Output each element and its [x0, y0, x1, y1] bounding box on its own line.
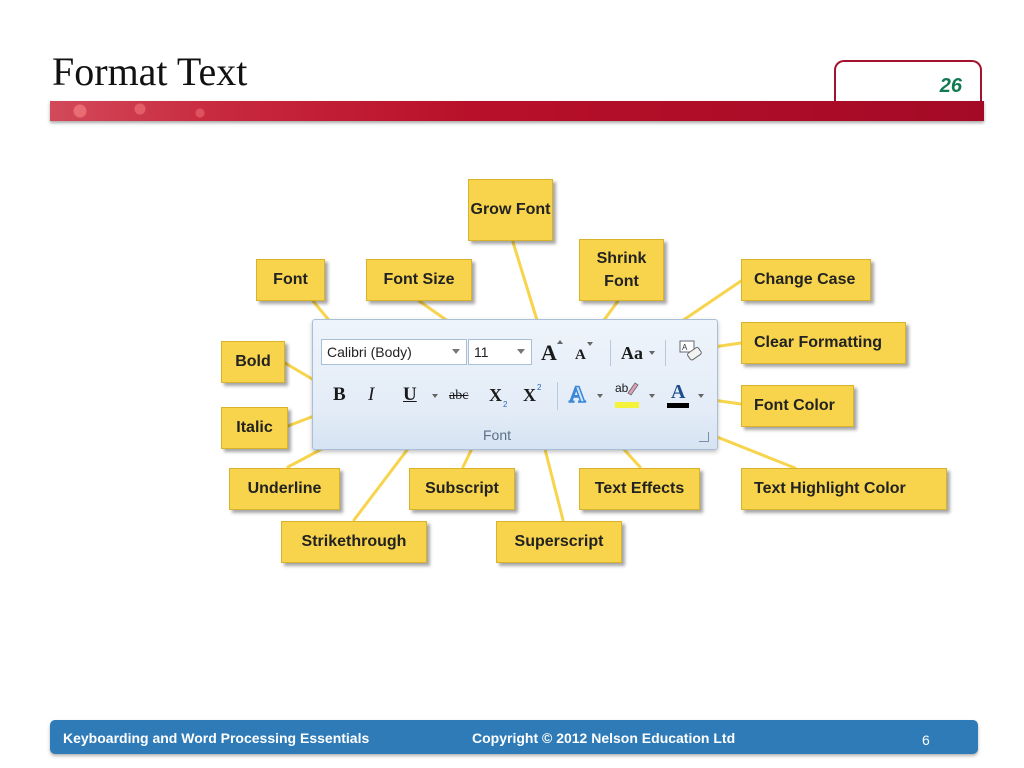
- callout-grow-font: Grow Font: [468, 179, 553, 241]
- font-name-dropdown[interactable]: Calibri (Body): [321, 339, 467, 365]
- footer-bar: Keyboarding and Word Processing Essentia…: [50, 720, 978, 754]
- callout-font-color: Font Color: [741, 385, 854, 427]
- footer-copyright: Copyright © 2012 Nelson Education Ltd: [472, 730, 736, 746]
- callout-subscript: Subscript: [409, 468, 515, 510]
- font-size-dropdown[interactable]: 11: [468, 339, 532, 365]
- footer-course-title: Keyboarding and Word Processing Essentia…: [63, 730, 370, 746]
- font-color-swatch: [667, 403, 689, 408]
- page-badge: 26: [834, 60, 982, 104]
- chevron-down-icon: [517, 349, 525, 354]
- eraser-icon[interactable]: A: [679, 340, 705, 364]
- superscript-indicator: 2: [537, 383, 542, 392]
- dialog-launcher-icon[interactable]: [699, 432, 709, 442]
- font-color-button[interactable]: A: [671, 381, 686, 403]
- callout-clear-formatting: Clear Formatting: [741, 322, 906, 364]
- shrink-font-button[interactable]: A: [575, 347, 586, 363]
- strikethrough-button[interactable]: abc: [449, 388, 469, 403]
- callout-change-case: Change Case: [741, 259, 871, 301]
- underline-button[interactable]: U: [403, 384, 417, 405]
- ribbon-group-label: Font: [483, 427, 512, 443]
- callout-underline: Underline: [229, 468, 340, 510]
- callout-shrink-font: Shrink Font: [579, 239, 664, 301]
- chevron-down-icon: [698, 394, 704, 398]
- font-name-value: Calibri (Body): [327, 344, 412, 360]
- callout-text-effects: Text Effects: [579, 468, 700, 510]
- title-bar: [50, 101, 984, 121]
- arrow-up-icon: [557, 340, 563, 344]
- chevron-down-icon: [432, 394, 438, 398]
- callout-superscript: Superscript: [496, 521, 622, 563]
- subscript-indicator: 2: [503, 400, 508, 409]
- highlighter-pen-icon: [627, 382, 639, 396]
- font-size-value: 11: [474, 344, 489, 360]
- svg-text:A: A: [682, 343, 688, 352]
- subscript-button[interactable]: X: [489, 385, 502, 405]
- highlight-color-swatch: [615, 402, 639, 408]
- bold-button[interactable]: B: [333, 384, 346, 405]
- arrow-down-icon: [587, 342, 593, 346]
- callout-font-size: Font Size: [366, 259, 472, 301]
- slide-number: 6: [922, 732, 930, 748]
- text-effects-button[interactable]: A: [568, 382, 586, 407]
- callout-italic: Italic: [221, 407, 288, 449]
- separator: [665, 340, 666, 366]
- grow-font-button[interactable]: A: [541, 340, 557, 365]
- separator: [557, 382, 558, 410]
- chevron-down-icon: [649, 394, 655, 398]
- text-highlight-button[interactable]: ab: [615, 381, 629, 395]
- chevron-down-icon: [649, 351, 655, 355]
- font-ribbon-group: Calibri (Body) 11 A A Aa A B I U abc X 2…: [312, 319, 718, 450]
- callout-font: Font: [256, 259, 325, 301]
- callout-bold: Bold: [221, 341, 285, 383]
- page-badge-number: 26: [939, 75, 962, 97]
- superscript-button[interactable]: X: [523, 385, 536, 405]
- chevron-down-icon: [597, 394, 603, 398]
- change-case-button[interactable]: Aa: [621, 343, 643, 363]
- callout-strikethrough: Strikethrough: [281, 521, 427, 563]
- separator: [610, 340, 611, 366]
- chevron-down-icon: [452, 349, 460, 354]
- callout-text-highlight-color: Text Highlight Color: [741, 468, 947, 510]
- italic-button[interactable]: I: [368, 384, 375, 405]
- slide-title: Format Text: [52, 49, 248, 94]
